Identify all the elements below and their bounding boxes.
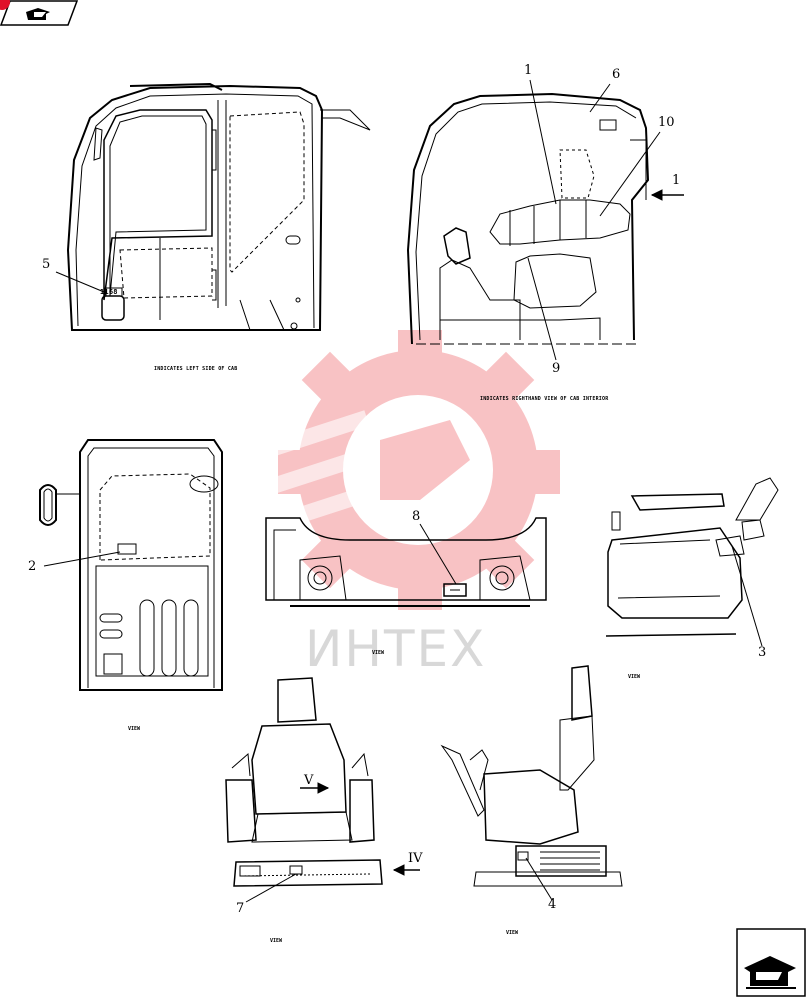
- callout-6: 6: [612, 67, 621, 82]
- caption-view-4: VIEW: [270, 938, 283, 944]
- callout-2: 2: [28, 559, 37, 574]
- caption-view-1: VIEW: [128, 726, 141, 732]
- cab-rear-view-drawing: [39, 439, 223, 691]
- seat-side-drawing: [440, 665, 623, 901]
- caption-rh-interior: INDICATES RIGHTHAND VIEW OF CAB INTERIOR: [480, 396, 609, 402]
- floor-plan-drawing: [265, 517, 547, 607]
- caption-view-5: VIEW: [506, 930, 519, 936]
- watermark-text: ИНТЕХ: [305, 620, 487, 678]
- next-arrow-icon: [736, 928, 806, 997]
- view-marker-v: V: [304, 773, 314, 788]
- callout-1-arrow: 1: [672, 173, 681, 188]
- cab-left-side-drawing: [55, 82, 371, 331]
- callout-10: 10: [658, 115, 675, 130]
- callout-8: 8: [412, 509, 421, 524]
- red-badge-icon: [0, 0, 10, 10]
- seat-front-drawing: [225, 677, 420, 903]
- joystick-console-drawing: [605, 477, 779, 647]
- back-arrow-icon: [0, 0, 78, 26]
- cab-interior-drawing: [406, 79, 684, 361]
- caption-view-2: VIEW: [372, 650, 385, 656]
- next-page-button[interactable]: [736, 928, 808, 998]
- caption-left-side: INDICATES LEFT SIDE OF CAB: [154, 366, 238, 372]
- callout-4: 4: [548, 897, 557, 912]
- callout-3: 3: [758, 645, 767, 660]
- decal-5-text: 1168: [100, 288, 118, 296]
- view-marker-iv: IV: [408, 851, 423, 866]
- caption-view-3: VIEW: [628, 674, 641, 680]
- previous-page-button[interactable]: [0, 0, 78, 26]
- callout-7: 7: [236, 901, 245, 916]
- callout-1-top: 1: [524, 63, 533, 78]
- callout-5: 5: [42, 257, 51, 272]
- callout-9: 9: [552, 361, 561, 376]
